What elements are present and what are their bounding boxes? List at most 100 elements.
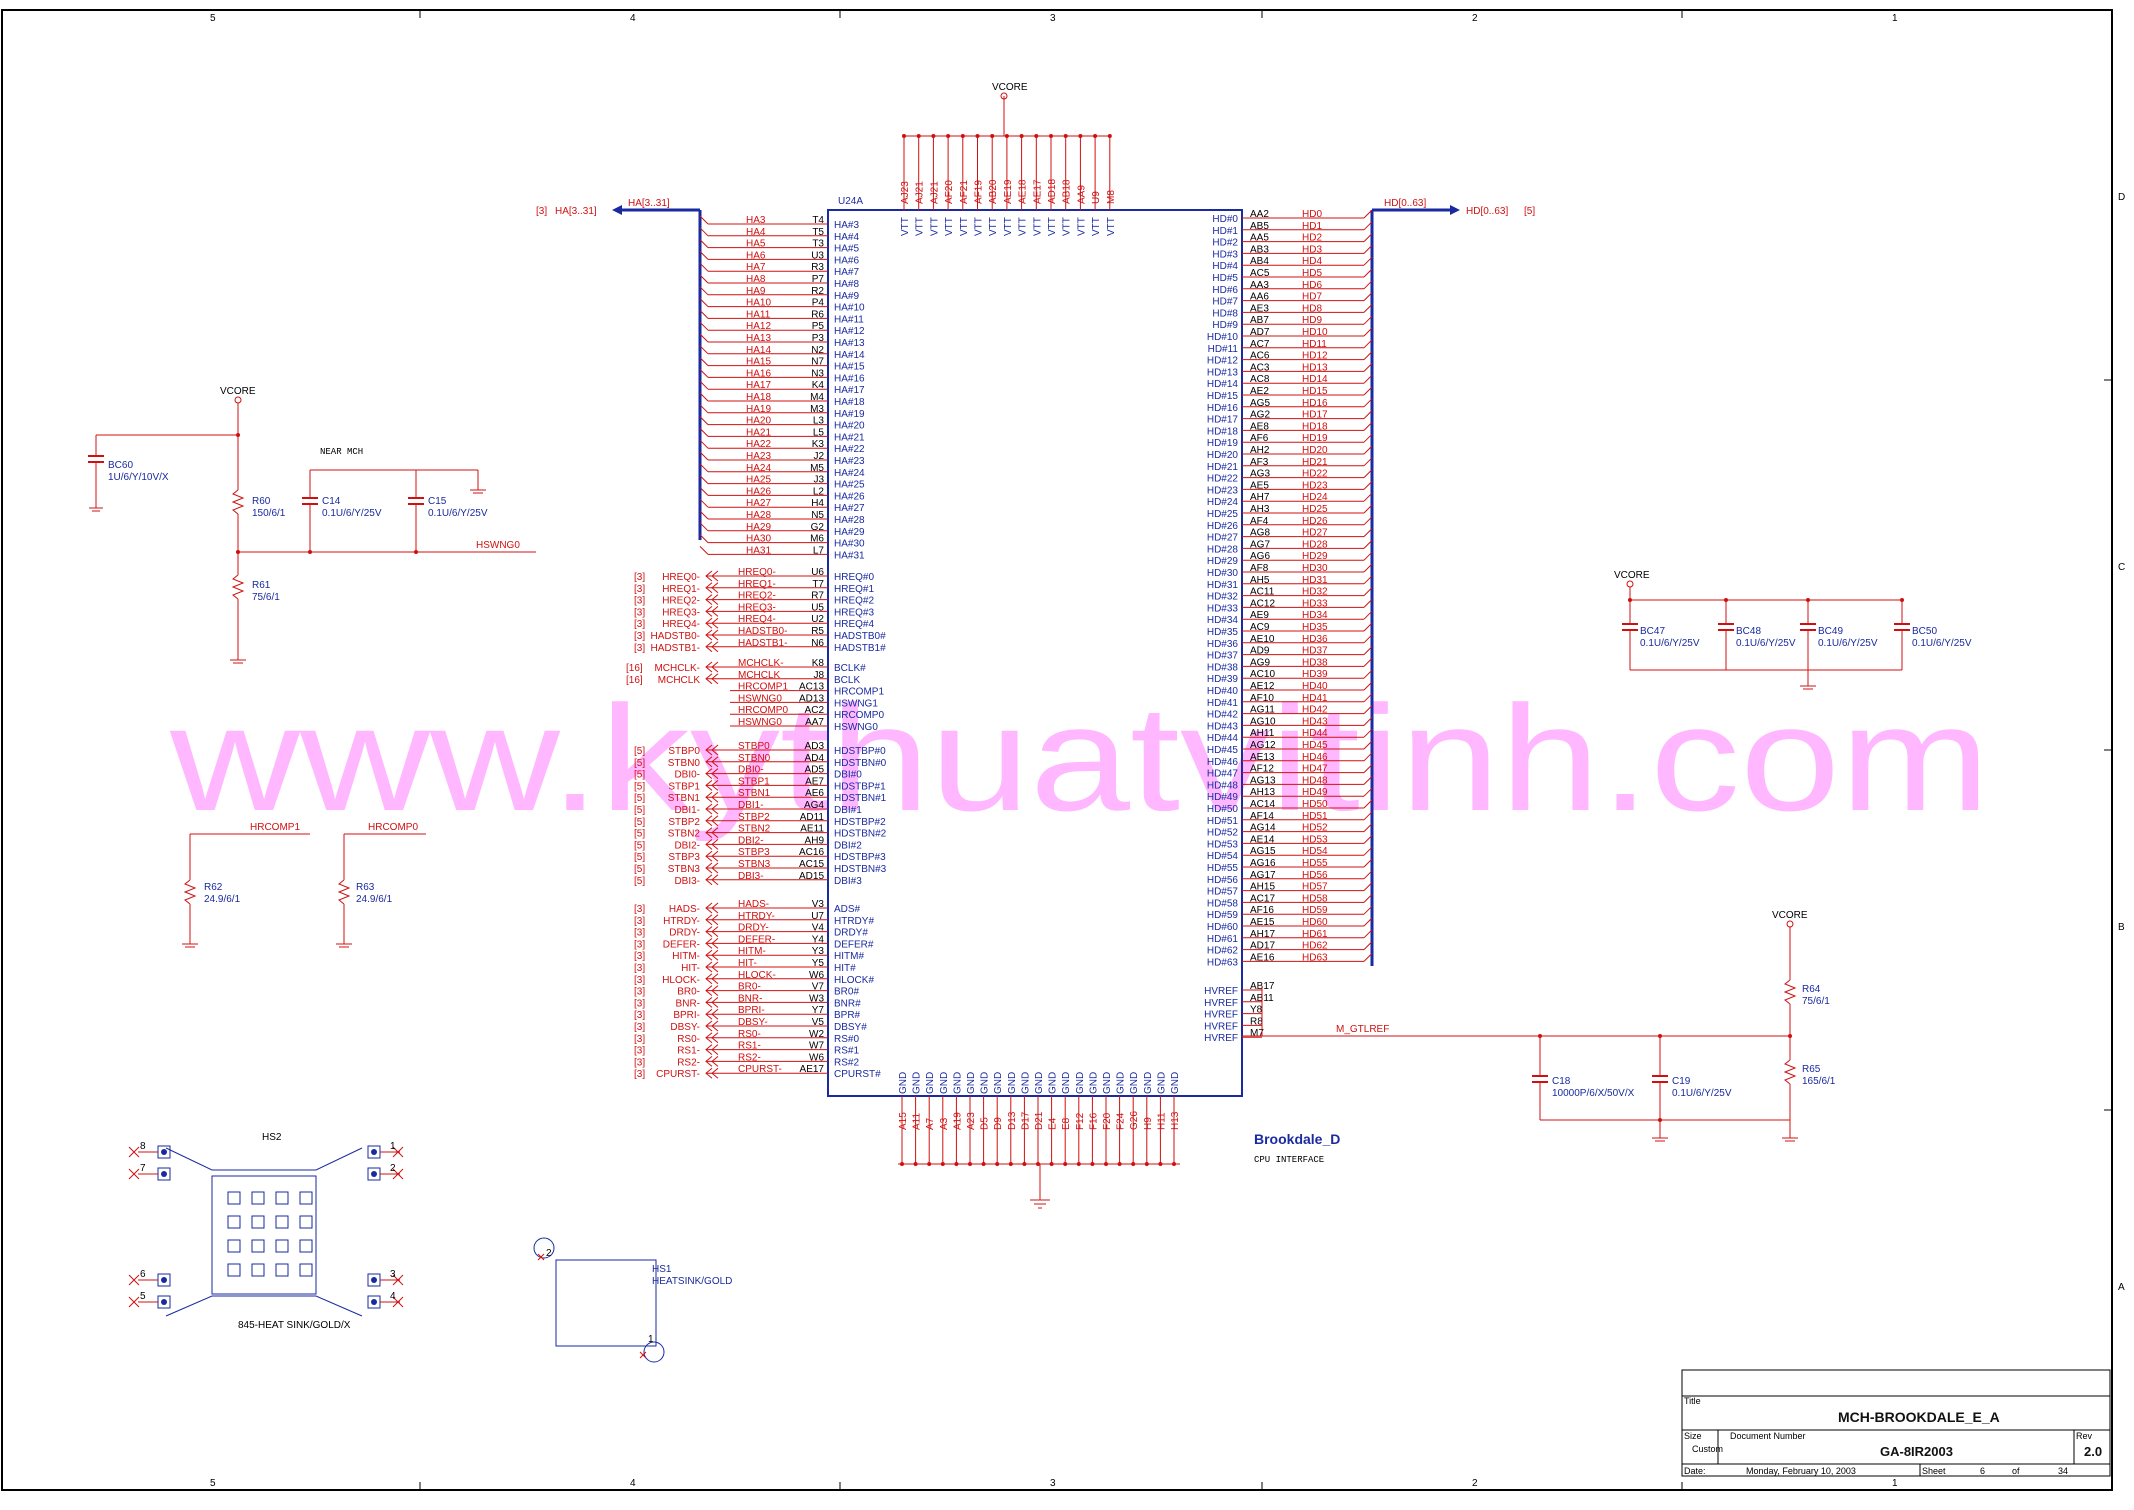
offpage-connector-icon <box>705 1056 719 1067</box>
hd-bus-entry <box>1363 811 1373 821</box>
hd-bus-entry <box>1363 634 1373 644</box>
c15-value: 0.1U/6/Y/25V <box>428 508 488 519</box>
hd-net-label: HD49 <box>1302 787 1328 798</box>
hd-pin-name: HD#44 <box>1207 733 1239 744</box>
hd-pin-number: AG6 <box>1250 551 1270 562</box>
ha-net-label: HA5 <box>746 239 766 250</box>
vtt-pin-number: AF19 <box>974 180 985 204</box>
title-block <box>1681 1369 2111 1477</box>
ctrl-pin-name: HDSTBP#0 <box>834 746 886 757</box>
gnd-pin-number: D17 <box>1020 1111 1031 1130</box>
hd-pin-number: AC12 <box>1250 598 1275 609</box>
zone-right-label: D <box>2118 192 2125 203</box>
ha-bus-entry <box>699 534 709 543</box>
hd-net-label: HD34 <box>1302 610 1328 621</box>
ctrl-signal: STBP1 <box>668 781 700 792</box>
hd-pin-name: HD#15 <box>1207 391 1239 402</box>
hd-pin-name: HD#58 <box>1207 898 1239 909</box>
hd-bus-entry <box>1363 575 1373 585</box>
hd-bus-entry <box>1363 610 1373 620</box>
hd-bus-entry <box>1363 882 1373 891</box>
ctrl-signal: HADSTB1- <box>651 643 700 654</box>
ha-bus-entry <box>699 215 709 225</box>
ctrl-pin-number: AD13 <box>799 693 824 704</box>
hd-pin-name: HD#56 <box>1207 875 1239 886</box>
ctrl-net-label: DBI3- <box>738 871 764 882</box>
hs1-heatsink: 2 1 HS1 HEATSINK/GOLD <box>533 1237 732 1363</box>
hs2-clip-dot <box>161 1299 167 1305</box>
ha-bus-entry <box>699 428 709 437</box>
ha-pin-number: G2 <box>811 522 825 533</box>
vtt-pin-name: VTT <box>1018 217 1029 236</box>
hd-pin-name: HD#50 <box>1207 804 1239 815</box>
hd-bus-entry <box>1363 587 1373 596</box>
ha-pin-number: M5 <box>810 463 824 474</box>
hd-bus-entry <box>1363 858 1373 868</box>
hd-net-label: HD1 <box>1302 221 1322 232</box>
ha-pin-number: J3 <box>813 475 824 486</box>
gnd-pin-number: H11 <box>1156 1112 1167 1130</box>
ctrl-ref: [5] <box>634 864 645 875</box>
ctrl-pin-number: AG4 <box>804 800 824 811</box>
hrcomp-resistors: HRCOMP1 R62 24.9/6/1 HRCOMP0 R63 24.9/6/… <box>182 822 426 948</box>
vtt-pin-name: VTT <box>929 217 940 236</box>
gnd-pin-name: GND <box>1075 1072 1086 1094</box>
ctrl-ref: [3] <box>634 643 645 654</box>
zone-bottom-label: 5 <box>210 1478 216 1489</box>
ctrl-net-label: STBP2 <box>738 812 770 823</box>
hd-pin-number: AE14 <box>1250 834 1275 845</box>
zone-top-label: 1 <box>1892 13 1898 24</box>
cap-junction <box>1900 598 1904 602</box>
ha-bus-entry <box>699 298 709 307</box>
ctrl-pin-name: DBI#0 <box>834 770 862 781</box>
ha-net-label: HA9 <box>746 286 766 297</box>
ha-bus-entry <box>699 392 709 402</box>
no-connect-icon <box>128 1168 140 1180</box>
ctrl-pin-number: Y4 <box>812 934 825 945</box>
hs2-fin-square <box>251 1263 265 1277</box>
ha-net-label: HA27 <box>746 498 771 509</box>
hd-pin-number: AC9 <box>1250 622 1270 633</box>
hs2-clip-pin-number: 6 <box>140 1269 146 1280</box>
bc47-ref: BC47 <box>1640 626 1665 637</box>
ha-pin-name: HA#19 <box>834 409 865 420</box>
ctrl-ref: [3] <box>634 963 645 974</box>
ctrl-pin-name: HADSTB0# <box>834 631 886 642</box>
hd-net-label: HD4 <box>1302 256 1322 267</box>
hd-pin-name: HD#46 <box>1207 757 1239 768</box>
ha-pin-name: HA#31 <box>834 550 865 561</box>
ha-net-label: HA7 <box>746 262 766 273</box>
hd-net-label: HD17 <box>1302 410 1328 421</box>
hd-pin-number: AF8 <box>1250 563 1269 574</box>
hd-pin-name: HD#28 <box>1207 544 1239 555</box>
hs2-clip-dot <box>161 1171 167 1177</box>
ha-bus-entry <box>699 369 709 378</box>
hs2-clip-dot <box>161 1277 167 1283</box>
ctrl-signal: HIT- <box>681 963 700 974</box>
ctrl-pin-name: HDSTBN#0 <box>834 758 887 769</box>
ctrl-pin-name: DBI#2 <box>834 840 862 851</box>
hs2-fin-square <box>299 1191 313 1205</box>
ctrl-net-label: RS2- <box>738 1052 761 1063</box>
hd-pin-name: HD#37 <box>1207 651 1239 662</box>
ha-pin-number: P3 <box>812 333 825 344</box>
ha-pin-name: HA#10 <box>834 303 865 314</box>
ctrl-signal: DRDY- <box>669 928 700 939</box>
ctrl-pin-name: HREQ#1 <box>834 584 874 595</box>
sheet-total: 34 <box>2058 1466 2068 1476</box>
r65-ref: R65 <box>1802 1064 1821 1075</box>
hd-bus-entry <box>1363 846 1373 856</box>
hd-pin-number: AC7 <box>1250 339 1270 350</box>
ctrl-ref: [3] <box>634 1034 645 1045</box>
hd-net-label: HD41 <box>1302 693 1328 704</box>
gnd-pin-number: F24 <box>1116 1112 1127 1130</box>
ctrl-ref: [5] <box>634 817 645 828</box>
ctrl-net-label: BNR- <box>738 993 762 1004</box>
bc48-value: 0.1U/6/Y/25V <box>1736 638 1796 649</box>
hs2-fin-square <box>251 1239 265 1253</box>
hd-net-label: HD54 <box>1302 846 1328 857</box>
vtt-pin-number: AJ23 <box>900 181 911 204</box>
ctrl-pin-name: RS#2 <box>834 1057 859 1068</box>
hs2-fin-square <box>275 1215 289 1229</box>
